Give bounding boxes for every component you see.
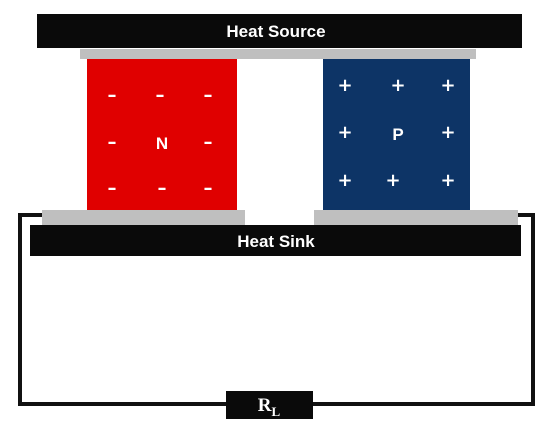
load-resistor-label: RL — [258, 395, 281, 419]
n-leg-sign-7: – — [158, 178, 167, 199]
p-leg-sign-8: + — [440, 170, 455, 191]
heat-sink-bar — [30, 225, 521, 256]
p-leg-sign-6: + — [337, 170, 352, 191]
bottom-contact-plate-p — [314, 210, 518, 225]
n-leg-sign-6: – — [108, 178, 117, 199]
load-resistor-subscript: L — [272, 404, 281, 419]
heat-sink: Heat Sink — [30, 225, 521, 256]
p-leg-sign-1: + — [337, 75, 352, 96]
n-leg-sign-3: – — [204, 85, 213, 106]
top-contact-plate — [80, 49, 476, 59]
n-leg-label: N — [156, 134, 168, 153]
p-leg-sign-5: + — [440, 122, 455, 143]
p-leg-sign-4: + — [337, 122, 352, 143]
p-leg-block — [323, 59, 470, 210]
load-resistor: RL — [226, 391, 313, 419]
circuit-wire — [18, 213, 535, 406]
p-type-leg: + + + + + + + + P — [323, 59, 470, 210]
n-leg-block — [87, 59, 237, 210]
n-leg-sign-8: – — [204, 178, 213, 199]
load-resistor-symbol: R — [258, 395, 272, 416]
bottom-contact-plate-n — [42, 210, 245, 225]
load-resistor-body — [226, 391, 313, 419]
n-leg-sign-5: – — [204, 132, 213, 153]
n-leg-sign-4: – — [108, 132, 117, 153]
heat-source-label: Heat Source — [226, 22, 325, 41]
heat-source-bar — [37, 14, 522, 48]
n-type-leg: – – – – – – – – N — [87, 59, 237, 210]
heat-source: Heat Source — [37, 14, 522, 48]
p-leg-sign-3: + — [440, 75, 455, 96]
heat-sink-label: Heat Sink — [237, 232, 315, 251]
p-leg-label: P — [392, 125, 403, 144]
p-leg-sign-2: + — [390, 75, 405, 96]
n-leg-sign-2: – — [156, 85, 165, 106]
n-leg-sign-1: – — [108, 85, 117, 106]
p-leg-sign-7: + — [385, 170, 400, 191]
